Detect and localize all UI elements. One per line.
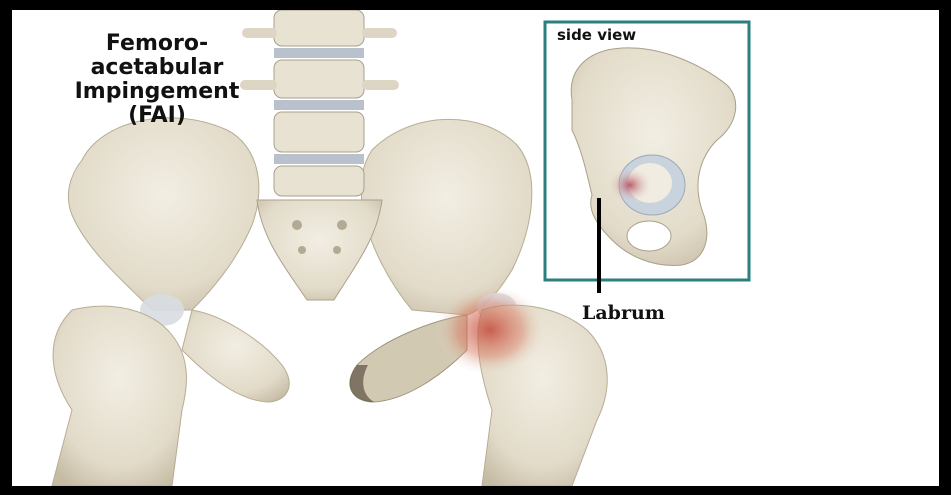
diagram-title: Femoro- acetabular Impingement (FAI)	[72, 32, 242, 128]
left-femur	[52, 306, 186, 486]
labrum-label: Labrum	[582, 302, 665, 324]
right-ilium	[361, 119, 532, 315]
impingement-highlight	[435, 285, 545, 375]
inset-caption: side view	[557, 26, 636, 44]
illustration-canvas: Femoro- acetabular Impingement (FAI) sid…	[12, 10, 939, 486]
sacrum	[257, 200, 382, 300]
left-ilium	[68, 118, 259, 310]
left-pubis	[182, 310, 289, 402]
